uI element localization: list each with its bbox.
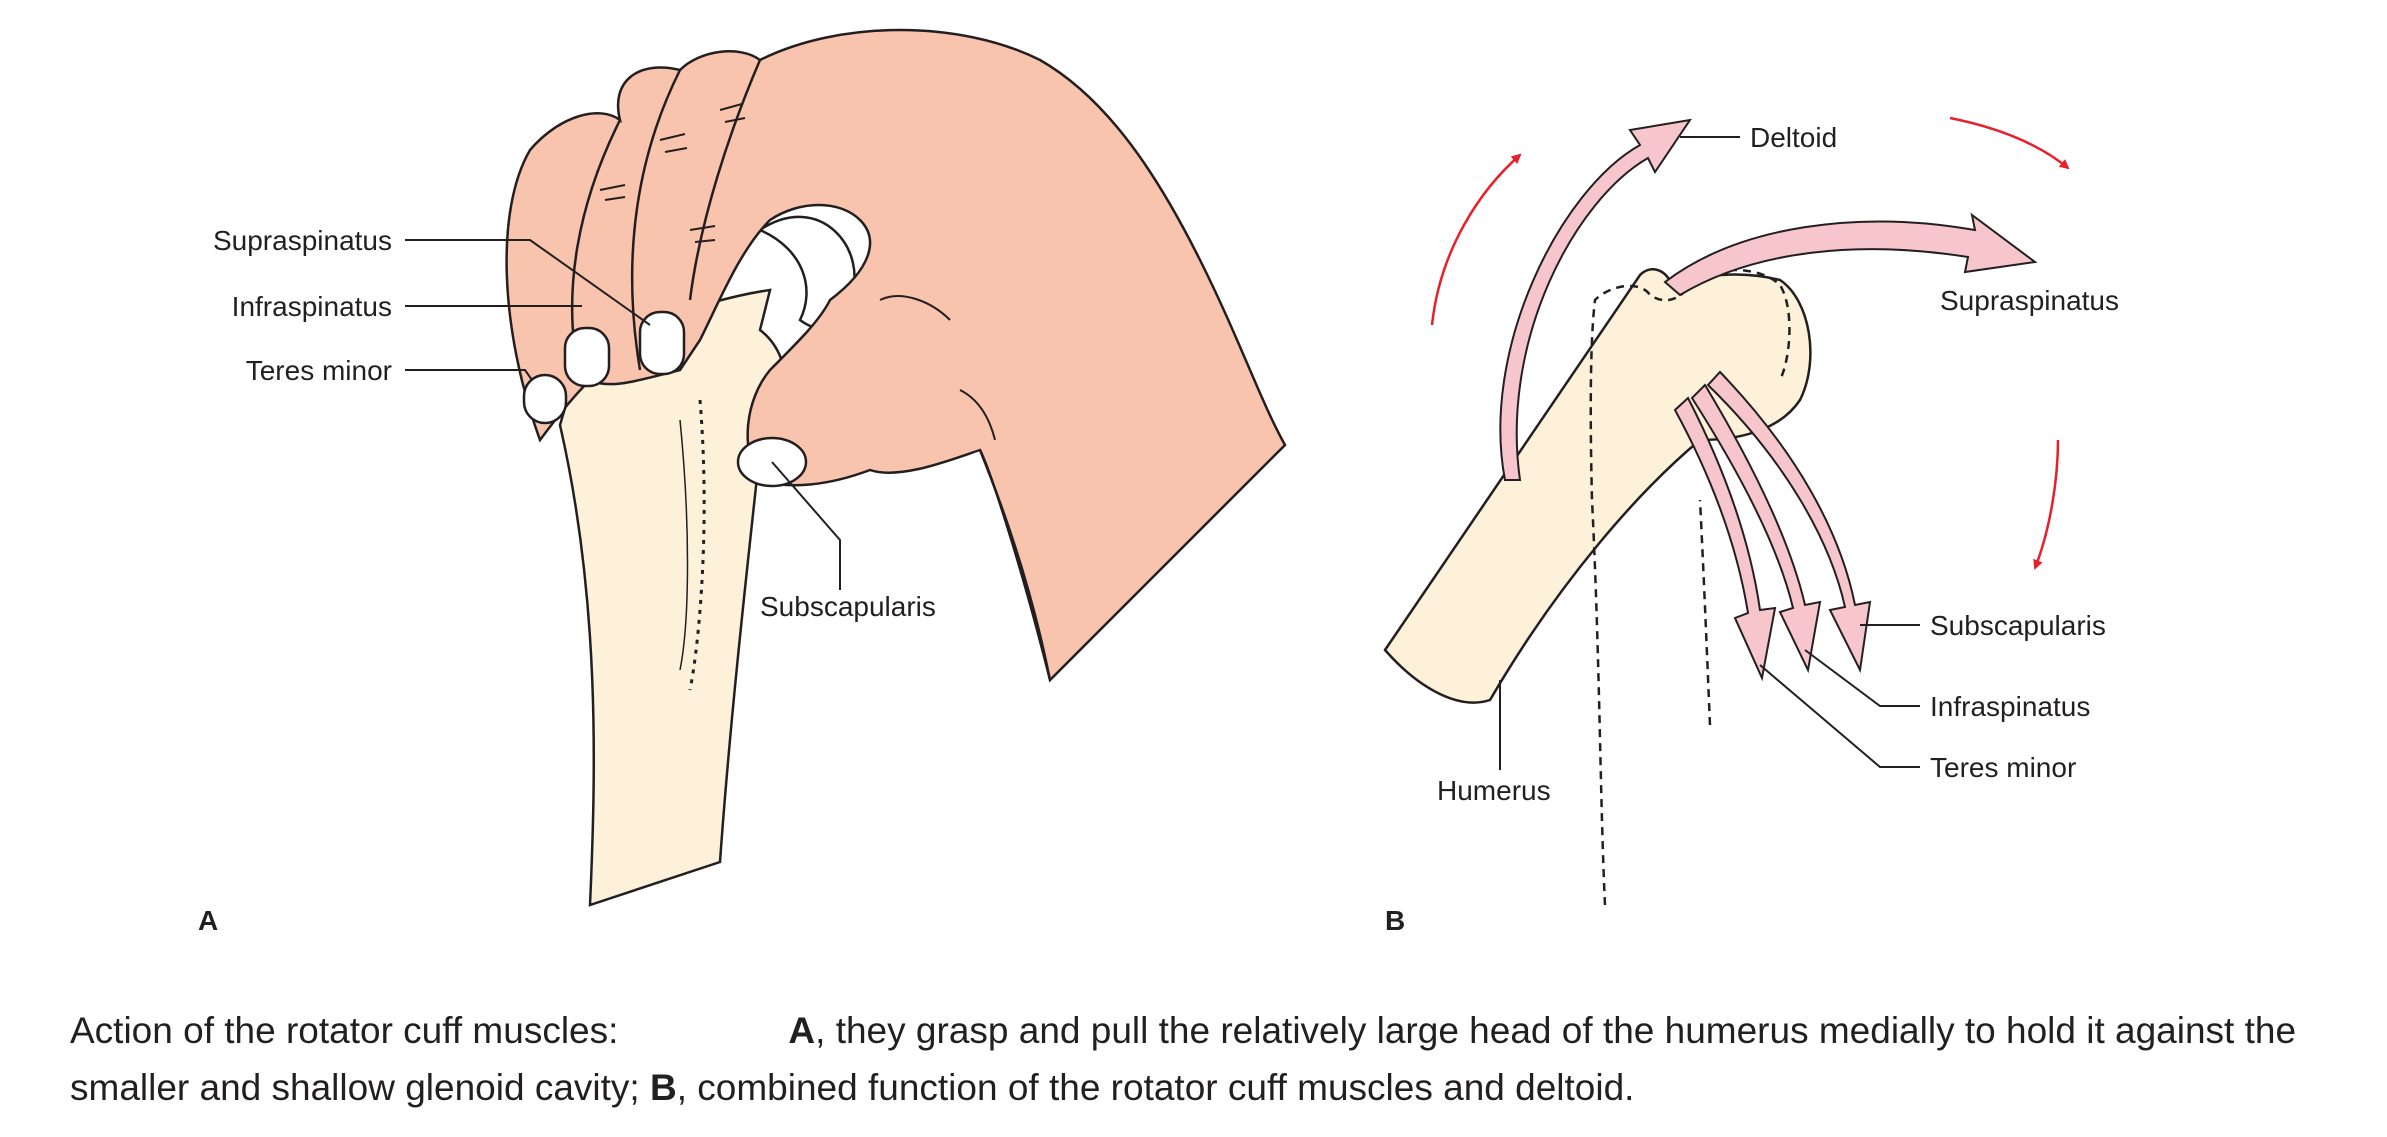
- panel-b-illustration: [1383, 116, 2070, 906]
- label-b-subscapularis: Subscapularis: [1930, 610, 2106, 641]
- label-a-supraspinatus: Supraspinatus: [213, 225, 392, 256]
- label-a-teres-minor: Teres minor: [246, 355, 392, 386]
- label-b-deltoid: Deltoid: [1750, 122, 1837, 153]
- label-b-supraspinatus: Supraspinatus: [1940, 285, 2119, 316]
- rotation-arrow-left: [1430, 153, 1522, 326]
- label-b-infraspinatus: Infraspinatus: [1930, 691, 2090, 722]
- figure-caption: Action of the rotator cuff muscles: A, th…: [70, 1002, 2350, 1116]
- label-a-subscapularis: Subscapularis: [760, 591, 936, 622]
- caption-a-letter: A: [788, 1010, 816, 1051]
- panel-b-letter: B: [1385, 905, 1405, 936]
- infraspinatus-arrow: [1690, 383, 1822, 674]
- subscapularis-arrow: [1706, 370, 1872, 674]
- fingernail-1: [522, 373, 568, 425]
- caption-a-text: , they grasp and pull the relatively lar…: [70, 1010, 2297, 1108]
- panel-a-letter: A: [198, 905, 218, 936]
- deltoid-arrow: [1499, 118, 1693, 481]
- label-b-teres-minor: Teres minor: [1930, 752, 2076, 783]
- caption-b-text: , combined function of the rotator cuff …: [676, 1067, 1635, 1108]
- rotation-arrow-right: [2033, 439, 2060, 570]
- fingernail-2: [563, 326, 611, 388]
- label-b-humerus: Humerus: [1437, 775, 1551, 806]
- label-a-infraspinatus: Infraspinatus: [232, 291, 392, 322]
- caption-b-letter: B: [649, 1067, 677, 1108]
- caption-lead: Action of the rotator cuff muscles:: [70, 1010, 619, 1051]
- panel-a-leaders: [405, 239, 841, 590]
- fingernail-3: [638, 310, 686, 376]
- rotation-arrow-top: [1949, 116, 2070, 170]
- supraspinatus-arrow: [1663, 212, 2038, 297]
- panel-b-leaders: [1499, 136, 1920, 770]
- humerus-bone-a: [558, 288, 788, 907]
- teres-minor-arrow: [1673, 396, 1777, 682]
- panel-a-illustration: [505, 28, 1287, 907]
